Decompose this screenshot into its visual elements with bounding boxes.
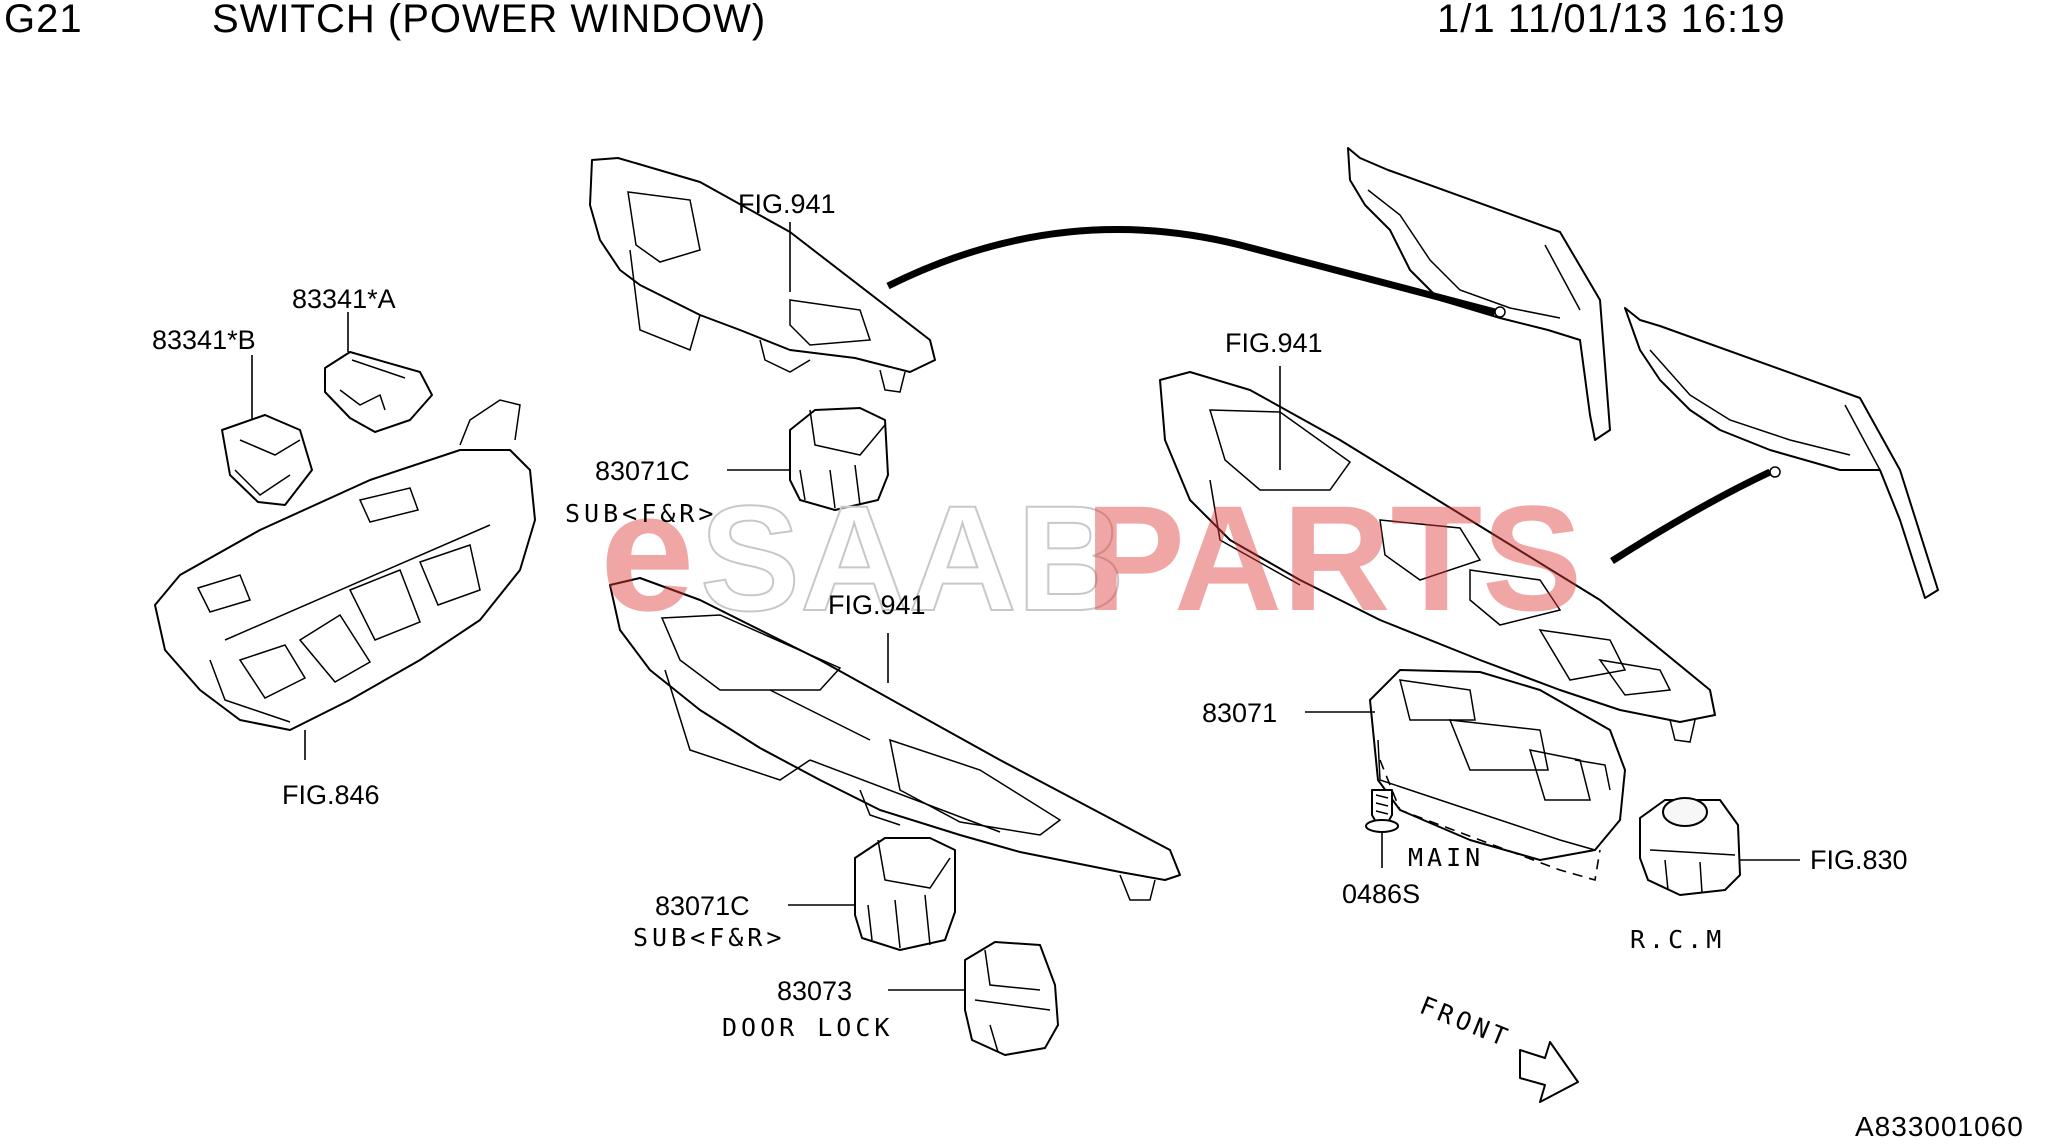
sub-switch-upper — [789, 407, 889, 511]
front-arrow — [1519, 1041, 1579, 1103]
sub-switch-lower — [854, 837, 956, 951]
clip-83341a — [324, 351, 433, 433]
label-rcm: R.C.M — [1630, 925, 1725, 954]
label-fig941-right: FIG.941 — [1225, 328, 1323, 358]
watermark-saab: SAAB — [700, 474, 1125, 642]
watermark: e SAAB PARTS — [600, 457, 1582, 647]
wire-arc-right — [1610, 468, 1772, 564]
door-panel-front — [1347, 147, 1611, 441]
label-sub-upper: SUB<F&R> — [565, 499, 717, 528]
label-83341a: 83341*A — [292, 284, 396, 314]
label-83341b: 83341*B — [152, 325, 256, 355]
watermark-e: e — [600, 457, 695, 647]
door-panel-rear — [1624, 307, 1939, 599]
label-0486s: 0486S — [1342, 879, 1420, 909]
wire-arc-top — [886, 226, 1496, 316]
label-fig941-mid: FIG.941 — [828, 590, 926, 620]
label-fig941-top: FIG.941 — [738, 189, 836, 219]
armrest-top — [589, 157, 936, 393]
label-83071c-upper: 83071C — [595, 456, 690, 486]
label-sub-lower: SUB<F&R> — [633, 923, 785, 952]
diagram-title: SWITCH (POWER WINDOW) — [212, 0, 766, 41]
armrest-right — [1159, 371, 1716, 743]
leader-lines — [251, 222, 1800, 991]
label-main: MAIN — [1408, 843, 1484, 872]
diagram-code: G21 — [4, 0, 83, 41]
clip-83341b — [221, 414, 313, 506]
label-fig830: FIG.830 — [1810, 845, 1908, 875]
switch-bezel-left — [154, 399, 536, 731]
label-fig846: FIG.846 — [282, 780, 380, 810]
label-83071: 83071 — [1202, 698, 1277, 728]
rcm-switch — [1639, 797, 1741, 896]
header: G21 SWITCH (POWER WINDOW) 1/1 11/01/13 1… — [4, 0, 1786, 41]
page-info: 1/1 11/01/13 16:19 — [1437, 0, 1786, 41]
label-83073: 83073 — [777, 976, 852, 1006]
watermark-parts: PARTS — [1085, 474, 1582, 642]
drawing-code: A833001060 — [1855, 1111, 2024, 1141]
armrest-middle — [609, 577, 1181, 901]
door-lock-switch — [964, 941, 1059, 1056]
label-front: FRONT — [1416, 991, 1515, 1054]
label-83071c-lower: 83071C — [655, 891, 750, 921]
main-switch — [1369, 669, 1626, 882]
label-door-lock: DOOR LOCK — [722, 1013, 893, 1042]
screw-0486s — [1365, 789, 1399, 833]
